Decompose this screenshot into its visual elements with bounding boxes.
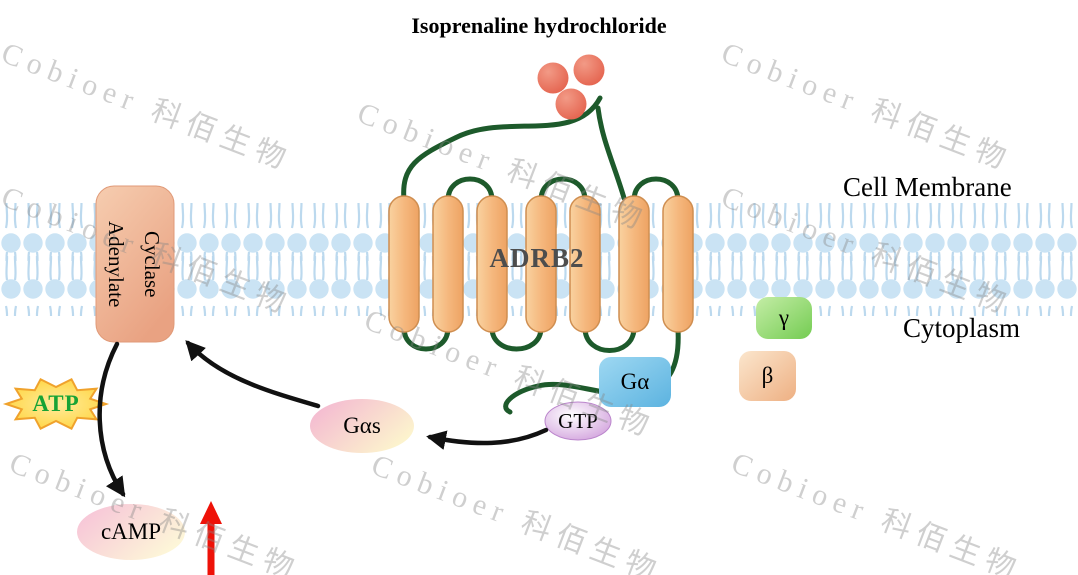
intracellular-loop xyxy=(401,325,451,352)
ligand-molecule xyxy=(537,62,569,94)
arrow-gtp-to-gas xyxy=(426,427,549,450)
camp-shape xyxy=(77,504,185,560)
gtp-shape xyxy=(544,401,612,441)
receptor-loops xyxy=(401,95,681,415)
extracellular-loop xyxy=(631,176,681,203)
beta-subunit-label: β xyxy=(761,363,774,388)
adenylate-cyclase-label-line2: Cyclase xyxy=(140,230,164,298)
gamma-subunit-label: γ xyxy=(778,305,790,330)
intracellular-loop xyxy=(582,325,637,353)
extracellular-loop xyxy=(445,176,495,203)
extracellular-loop xyxy=(538,176,588,203)
atp-starburst xyxy=(2,377,110,431)
cytoplasm-label: Cytoplasm xyxy=(903,313,1021,343)
receptor-helix xyxy=(476,195,508,333)
receptor-label: ADRB2 xyxy=(489,243,585,273)
ligand-molecules xyxy=(537,54,605,120)
adenylate-cyclase-label: Adenylate Cyclase xyxy=(96,186,174,342)
receptor-helices xyxy=(388,195,694,333)
intracellular-loop xyxy=(489,325,544,352)
receptor-helix xyxy=(569,195,601,333)
gamma-subunit-shape xyxy=(756,297,812,339)
g-alpha-s-label: Gαs xyxy=(343,413,381,438)
atp-label: ATP xyxy=(32,391,80,416)
adenylate-cyclase-shape xyxy=(95,185,175,343)
arrow-gas-to-adenylate-cyclase xyxy=(185,340,321,409)
gtp-label: GTP xyxy=(558,408,598,433)
camp-increase-arrow xyxy=(200,501,222,575)
receptor-helix xyxy=(618,195,650,333)
receptor-helix xyxy=(662,195,694,333)
receptor-helix xyxy=(388,195,420,333)
ligand-molecule xyxy=(555,88,587,120)
camp-label: cAMP xyxy=(100,519,162,544)
signal-arrows xyxy=(97,340,549,498)
receptor-helix xyxy=(432,195,464,333)
ligand-molecule xyxy=(573,54,605,86)
g-alpha-shape xyxy=(599,357,671,407)
ligand-binding-loop xyxy=(595,105,627,201)
adenylate-cyclase-label-line1: Adenylate xyxy=(104,220,128,308)
arrow-adenylate-cyclase-to-camp xyxy=(97,341,126,498)
diagram-title: Isoprenaline hydrochloride xyxy=(411,13,667,38)
g-alpha-s-shape xyxy=(310,399,414,453)
n-terminus-loop xyxy=(401,95,603,203)
g-alpha-label: Gα xyxy=(620,369,650,394)
cell-membrane-label: Cell Membrane xyxy=(843,172,1012,202)
receptor-helix xyxy=(525,195,557,333)
beta-subunit-shape xyxy=(739,351,796,401)
